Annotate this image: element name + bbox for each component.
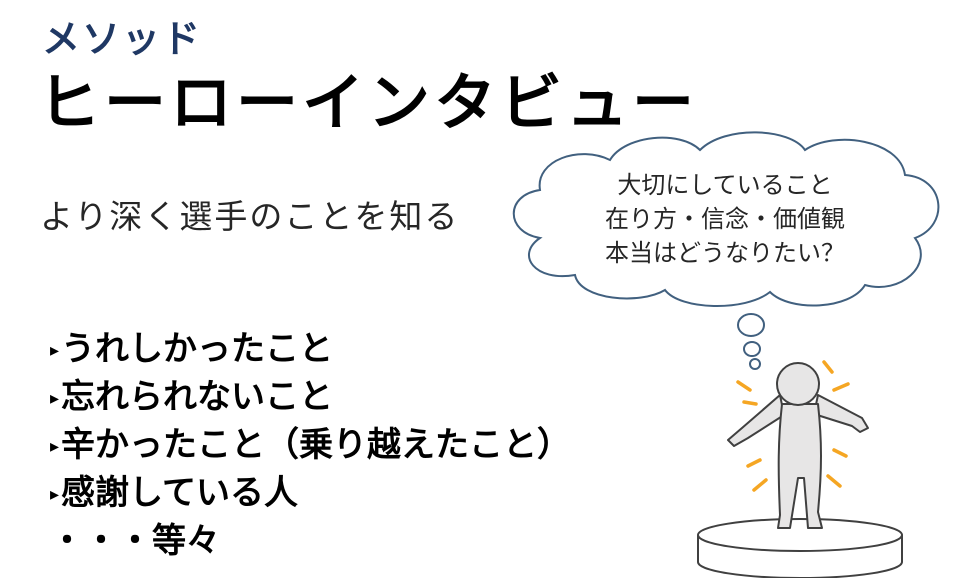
spark-icon — [736, 360, 850, 492]
person-figure-icon — [727, 362, 869, 529]
triangle-bullet-icon: ▸ — [50, 340, 60, 361]
bullet-list: ▸うれしかったこと ▸忘れられないこと ▸辛かったこと（乗り越えたこと） ▸感謝… — [50, 326, 571, 565]
triangle-bullet-icon: ▸ — [50, 388, 60, 409]
thought-line: 本当はどうなりたい？ — [605, 239, 845, 267]
thought-cloud-icon — [512, 131, 940, 370]
list-item: ▸忘れられないこと — [50, 374, 571, 422]
pedestal-icon — [697, 518, 903, 578]
subtitle: より深く選手のことを知る — [40, 197, 460, 236]
thought-line: 大切にしていること — [617, 171, 833, 199]
list-item: ・・・等々 — [50, 518, 571, 565]
category-label: メソッド — [42, 17, 203, 61]
list-item: ▸辛かったこと（乗り越えたこと） — [50, 422, 571, 470]
list-item: ▸感謝している人 — [50, 470, 571, 518]
triangle-bullet-icon: ▸ — [50, 436, 60, 457]
list-item-text: ・・・等々 — [50, 521, 220, 561]
list-item-text: 辛かったこと（乗り越えたこと） — [61, 425, 572, 465]
list-item: ▸うれしかったこと — [50, 326, 571, 374]
page-title: ヒーローインタビュー — [38, 66, 699, 139]
thought-bubble-text: 大切にしていること 在り方・信念・価値観 本当はどうなりたい？ — [560, 168, 890, 270]
list-item-text: 忘れられないこと — [61, 377, 334, 417]
triangle-bullet-icon: ▸ — [50, 484, 60, 505]
thought-line: 在り方・信念・価値観 — [605, 205, 845, 233]
list-item-text: うれしかったこと — [61, 329, 334, 369]
list-item-text: 感謝している人 — [61, 473, 299, 513]
